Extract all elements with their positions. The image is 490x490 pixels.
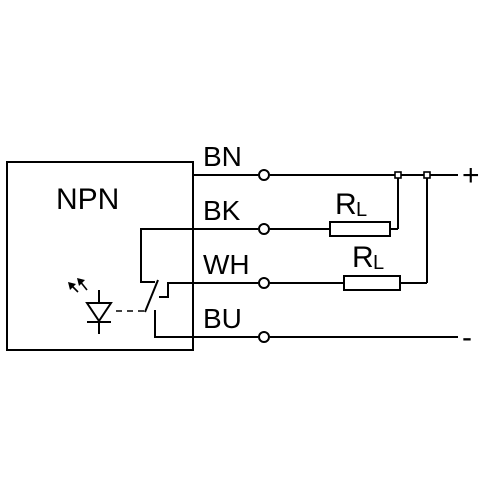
terminal-bk bbox=[258, 223, 270, 235]
junction-node-2 bbox=[423, 171, 431, 179]
light-arrows-icon bbox=[68, 278, 88, 293]
supply-positive-label: + bbox=[462, 159, 480, 192]
switch-contact bbox=[144, 279, 159, 313]
junction-node-1 bbox=[394, 171, 402, 179]
supply-negative-label: - bbox=[462, 321, 472, 354]
sensor-type-label: NPN bbox=[56, 183, 119, 216]
led-icon bbox=[85, 290, 113, 334]
wire-label-bk: BK bbox=[203, 195, 241, 226]
load-1-symbol: R bbox=[335, 188, 357, 221]
wire-label-bn: BN bbox=[203, 141, 242, 172]
wire-wh bbox=[159, 175, 428, 298]
load-2-symbol: R bbox=[352, 241, 374, 274]
wire-bk bbox=[140, 175, 399, 283]
terminal-bu bbox=[258, 331, 270, 343]
wire-label-bu: BU bbox=[203, 303, 242, 334]
load-1-subscript: L bbox=[356, 199, 367, 221]
terminal-bn bbox=[258, 169, 270, 181]
load-2-subscript: L bbox=[373, 252, 384, 274]
load-resistor-2: R L bbox=[343, 241, 401, 291]
terminal-wh bbox=[258, 277, 270, 289]
wire-label-wh: WH bbox=[203, 249, 250, 280]
sensor-housing bbox=[6, 161, 194, 351]
load-resistor-1: R L bbox=[329, 188, 391, 237]
wire-bu bbox=[154, 310, 458, 343]
